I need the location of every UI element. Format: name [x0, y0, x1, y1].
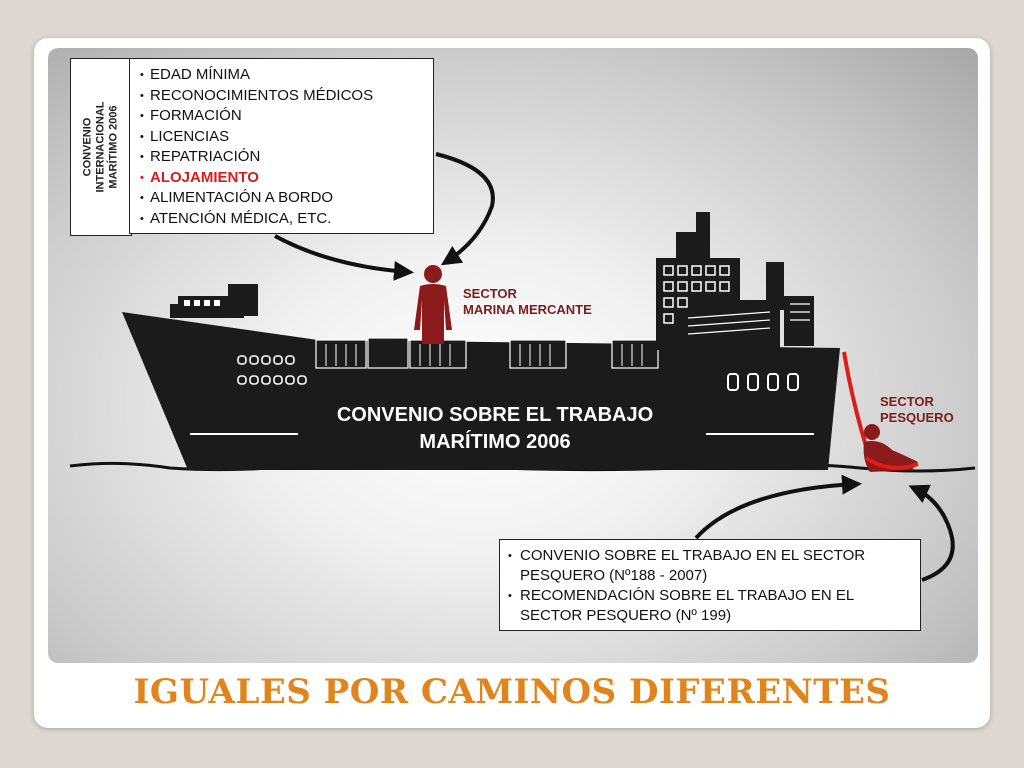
requirements-list: EDAD MÍNIMARECONOCIMIENTOS MÉDICOSFORMAC…: [140, 65, 433, 229]
convention-title-vertical: CONVENIO INTERNACIONAL MARÍTIMO 2006: [82, 62, 121, 232]
arrow-to-merchant-2: [435, 152, 495, 266]
ship-hull-title: CONVENIO SOBRE EL TRABAJO MARÍTIMO 2006: [290, 402, 700, 456]
ship-hull: [122, 312, 840, 470]
ship-title-line: MARÍTIMO 2006: [419, 431, 571, 453]
merchant-sector-label: SECTOR MARINA MERCANTE: [463, 286, 592, 318]
requirement-item: FORMACIÓN: [140, 106, 433, 127]
fishing-sector-label: SECTOR PESQUERO: [880, 394, 954, 426]
footer-title: IGUALES POR CAMINOS DIFERENTES: [133, 672, 891, 712]
merchant-label-line: MARINA MERCANTE: [463, 302, 592, 317]
bridge-windows: [663, 265, 730, 324]
convention-title-line: MARÍTIMO 2006: [107, 105, 120, 189]
stern-windows: [727, 373, 799, 391]
arrow-to-fishing-2: [908, 484, 955, 582]
requirement-item: ALOJAMIENTO: [140, 168, 433, 189]
fishing-label-line: SECTOR: [880, 394, 934, 409]
requirement-item: ALIMENTACIÓN A BORDO: [140, 188, 433, 209]
requirement-item: LICENCIAS: [140, 127, 433, 148]
requirement-item: RECONOCIMIENTOS MÉDICOS: [140, 86, 433, 107]
requirement-item: REPATRIACIÓN: [140, 147, 433, 168]
merchant-sailor-figure: [414, 265, 452, 344]
requirements-box: EDAD MÍNIMARECONOCIMIENTOS MÉDICOSFORMAC…: [129, 58, 434, 234]
hull-portholes: [237, 355, 307, 385]
fishing-convention-item: CONVENIO SOBRE EL TRABAJO EN EL SECTOR P…: [508, 546, 914, 586]
fishing-convention-item: RECOMENDACIÓN SOBRE EL TRABAJO EN EL SEC…: [508, 586, 914, 626]
arrow-to-merchant-1: [274, 234, 414, 281]
arrow-to-fishing-1: [694, 474, 862, 540]
fishing-conventions-box: CONVENIO SOBRE EL TRABAJO EN EL SECTOR P…: [499, 539, 921, 631]
fishing-conventions-list: CONVENIO SOBRE EL TRABAJO EN EL SECTOR P…: [508, 546, 914, 626]
requirement-item: ATENCIÓN MÉDICA, ETC.: [140, 209, 433, 230]
fishing-label-line: PESQUERO: [880, 410, 954, 425]
merchant-label-line: SECTOR: [463, 286, 517, 301]
deck-containers: [315, 337, 659, 369]
requirement-item: EDAD MÍNIMA: [140, 65, 433, 86]
convention-title-box: CONVENIO INTERNACIONAL MARÍTIMO 2006: [70, 58, 132, 236]
convention-title-line: INTERNACIONAL: [94, 101, 107, 193]
bow-structure: [170, 284, 258, 318]
bridge-superstructure: [656, 212, 814, 350]
ship-title-line: CONVENIO SOBRE EL TRABAJO: [336, 404, 654, 426]
convention-title-line: CONVENIO: [81, 117, 94, 177]
